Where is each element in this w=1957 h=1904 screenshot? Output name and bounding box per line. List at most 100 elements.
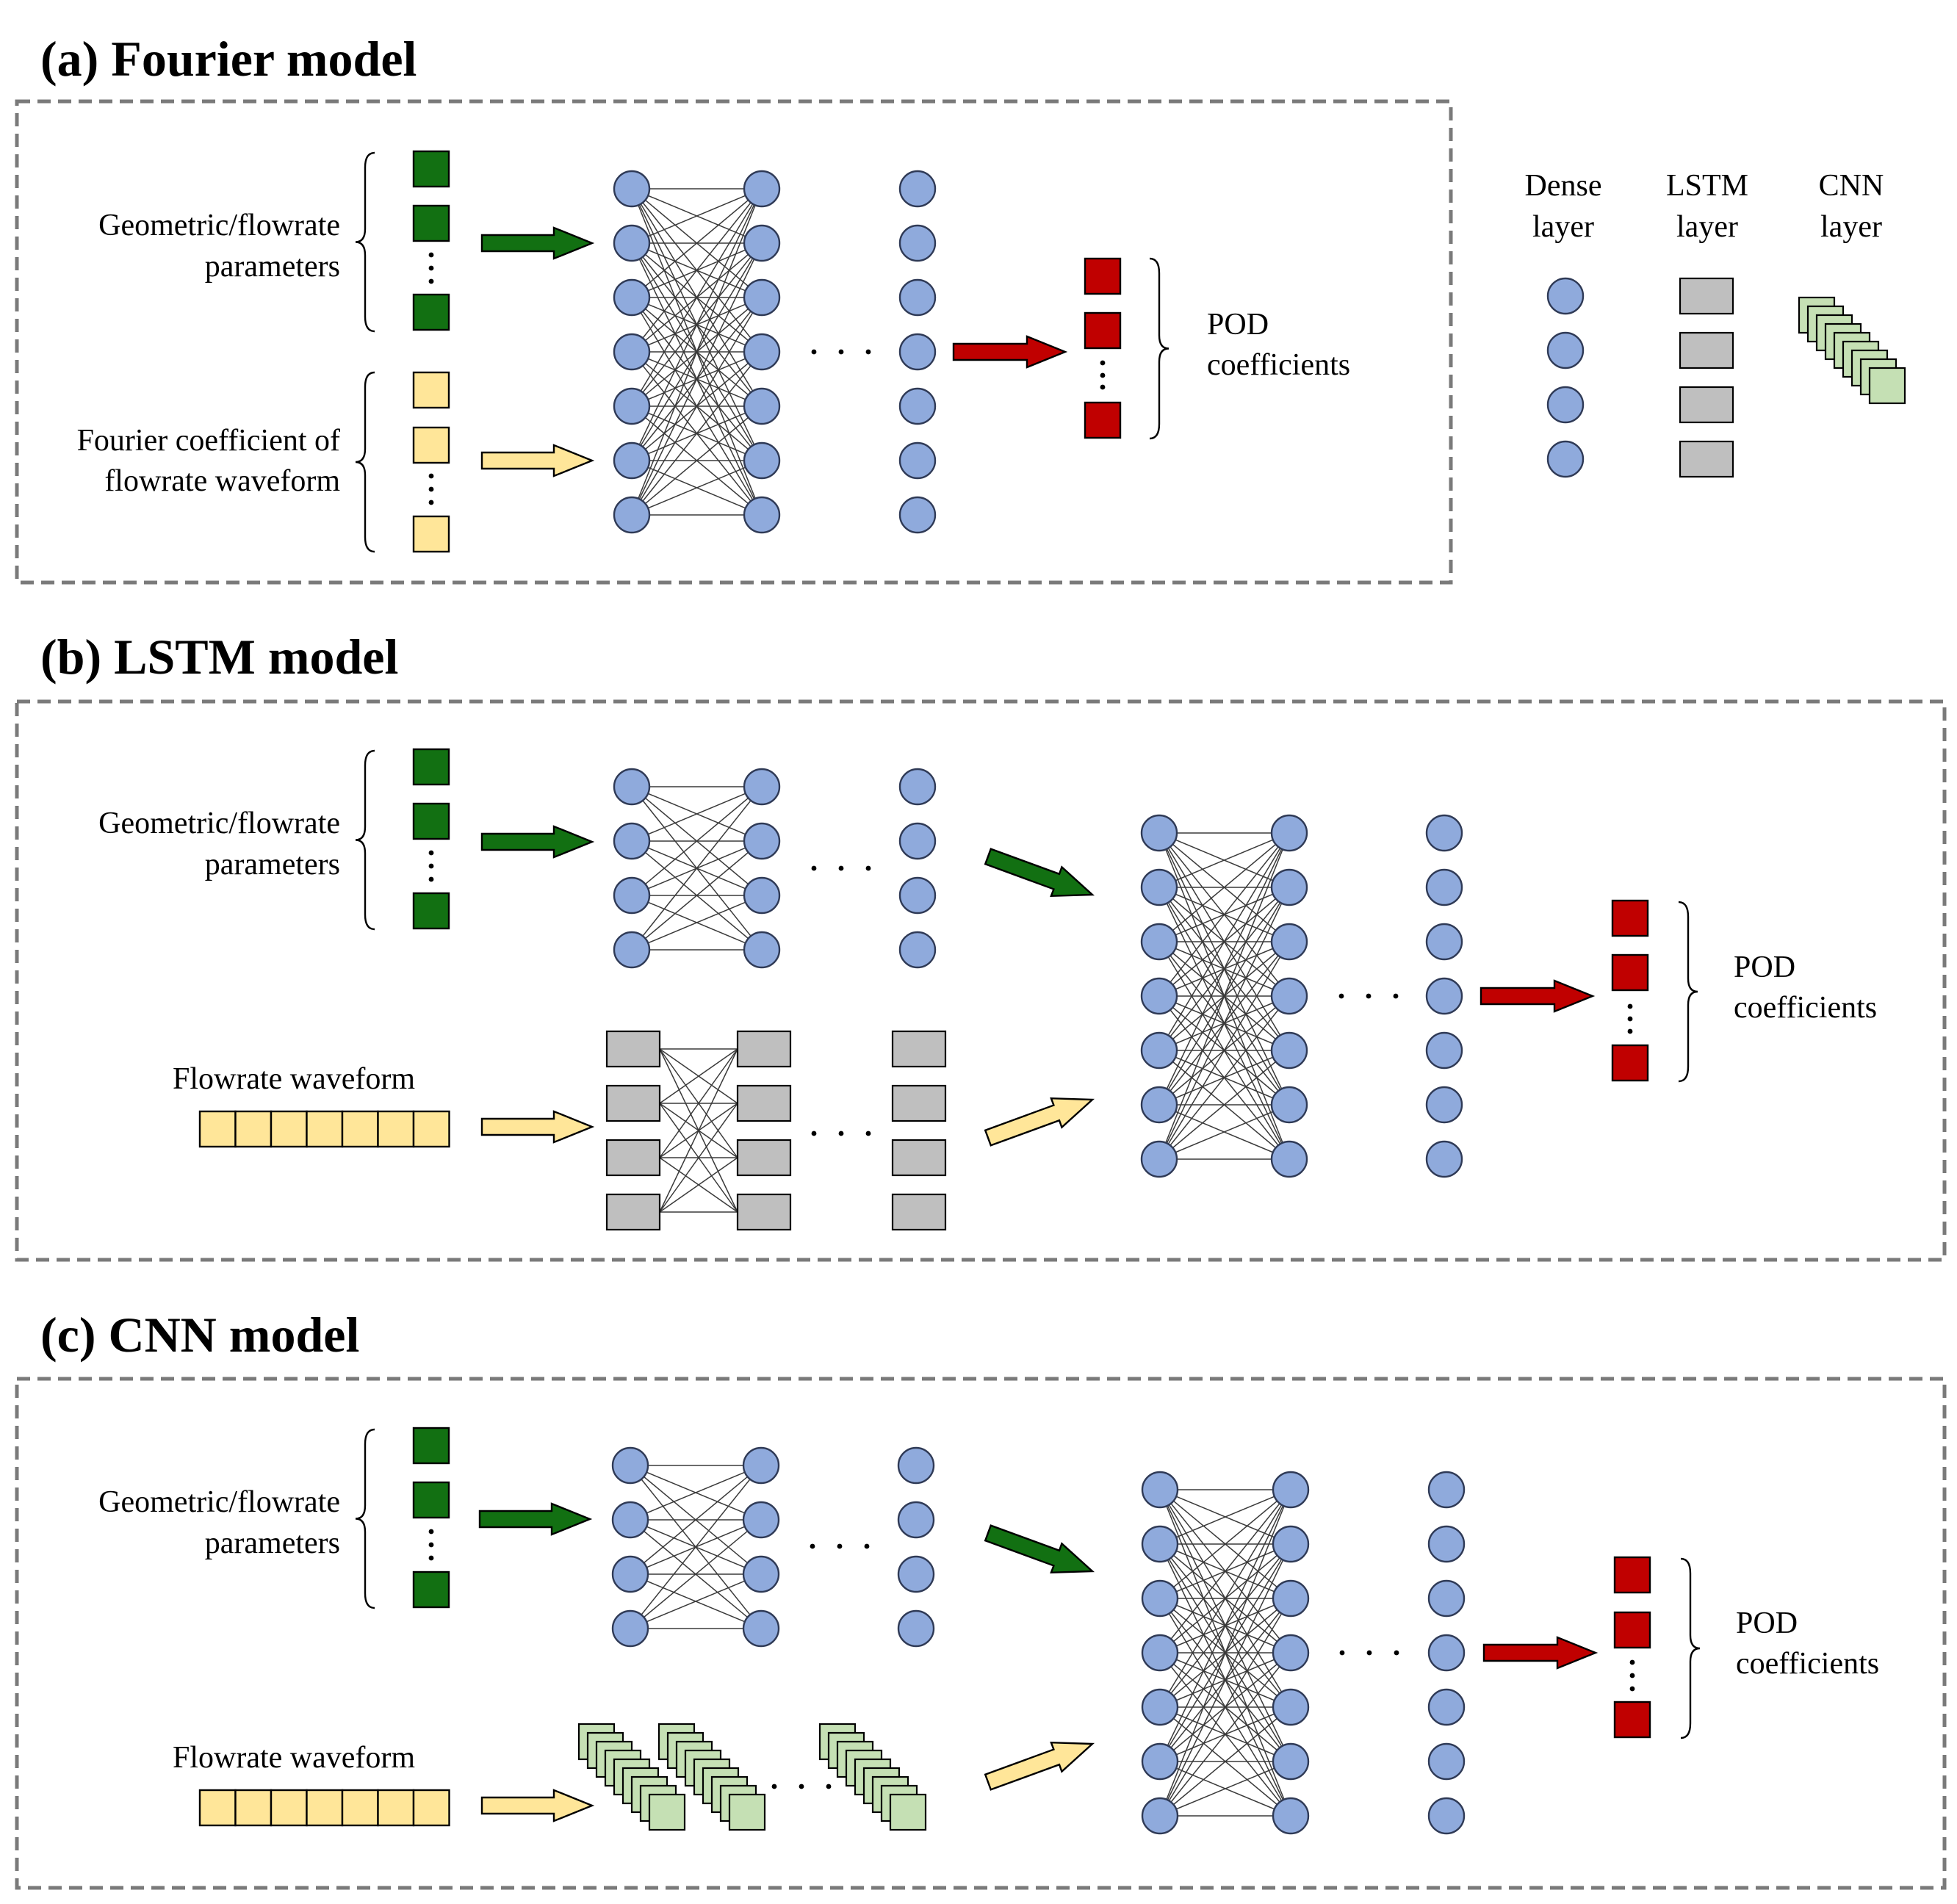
a-dense-hidden-node [743,333,781,371]
legend-lstm-cell [1679,440,1734,478]
c-merge-hidden-node [1272,1634,1310,1672]
c-merge-hidden-node [1272,1471,1310,1509]
b-merge-edge [1158,832,1290,888]
b-waveform-cell [198,1110,237,1148]
a-dense-edge [631,242,763,516]
a-dense-edge [631,405,763,516]
c-merge-edge [1159,1489,1291,1545]
b-dense-edge [631,786,763,951]
b-dense-hidden-node [743,931,781,969]
a-dense-in-node [613,224,651,262]
a-geometric-arrow [480,226,595,260]
panel-c-graphics [198,1427,1701,1835]
b-dense-hidden-node [743,822,781,860]
c-pod-dots-1 [1629,1673,1635,1678]
c-merge-out-node [1427,1742,1466,1781]
c-merge-edge [1159,1652,1291,1817]
c-dense-hidden-node [742,1555,780,1593]
b-waveform-label: Flowrate waveform [173,1062,415,1096]
legend-dense-node [1546,331,1585,369]
c-pod-brace [1680,1557,1701,1739]
c-bottom-ellipsis-0 [771,1784,777,1789]
b-lstm-in-cell [605,1084,661,1122]
c-dense-out-node [897,1609,935,1648]
legend-dense-node [1546,277,1585,315]
c-merge-arrow-bottom [984,1741,1095,1791]
c-merge-in-node [1141,1742,1179,1781]
c-waveform-cell [412,1789,450,1827]
a-geometric-brace [355,151,375,333]
c-geometric-input-dots-2 [428,1555,434,1561]
a-dense-in-node [613,496,651,534]
c-merge-edge [1159,1598,1291,1817]
b-waveform-cell [270,1110,308,1148]
c-merge-out-node [1427,1688,1466,1726]
a-pod-dots-2 [1100,384,1106,390]
b-geometric-label-line2: parameters [205,848,340,881]
b-dense-hidden-node [743,768,781,806]
a-geometric-input-dots-2 [428,278,434,284]
c-dense-in-node [611,1555,649,1593]
b-lstm-edge [659,1157,738,1213]
a-geometric-input-square [412,150,450,188]
a-dense-in-node [613,387,651,425]
b-lstm-edge [659,1048,738,1158]
c-geometric-brace [355,1428,375,1609]
frame-b [15,699,1947,1262]
b-geometric-input-square [412,748,450,786]
b-merge-in-node [1140,1086,1178,1124]
b-lstm-hidden-cell [736,1030,792,1068]
a-pod-dots-0 [1100,360,1106,366]
frame-c [15,1377,1947,1890]
a-geometric-input-square [412,293,450,331]
b-pod-dots-2 [1627,1028,1633,1034]
c-merge-edge [1159,1489,1291,1654]
b-merge-edge [1158,832,1290,1051]
legend-dense-line2: layer [1532,210,1594,244]
b-merge-hidden-node [1270,814,1308,852]
a-dense-edge [631,188,763,353]
a-dense-in-node [613,278,651,317]
c-merge-out-node [1427,1797,1466,1835]
b-geometric-label-line1: Geometric/flowrate [98,807,340,840]
c-merge-edge [1159,1489,1291,1762]
b-merge-in-node [1140,814,1178,852]
b-merge-edge [1158,832,1290,1160]
b-bottom-ellipsis-1 [838,1130,844,1136]
a-fourier-input-square [412,515,450,553]
b-geometric-input-square [412,892,450,930]
panel-b-graphics [198,748,1698,1231]
c-merge-edge [1159,1489,1291,1708]
b-merge-out-node [1425,1140,1463,1178]
b-waveform-cell [377,1110,415,1148]
a-fourier-input-dots-0 [428,473,434,479]
a-dense-out-node [898,333,937,371]
b-lstm-in-cell [605,1193,661,1231]
legend-lstm-cell [1679,386,1734,424]
b-geometric-input-dots-0 [428,850,434,856]
c-dense-out-node [897,1555,935,1593]
c-merge-out-node [1427,1634,1466,1672]
c-merge-edge [1159,1489,1291,1599]
c-dense-out-node [897,1446,935,1485]
legend-lstm-line2: layer [1676,210,1738,244]
b-dense-in-node [613,931,651,969]
b-merge-edge [1158,1050,1290,1160]
a-dense-out-node [898,224,937,262]
a-dense-edge [631,188,763,516]
a-pod-dots-1 [1100,372,1106,378]
c-geometric-input-dots-1 [428,1542,434,1548]
a-pod-square [1084,257,1122,295]
c-bottom-ellipsis-2 [826,1784,832,1789]
b-pod-square [1611,1044,1649,1082]
legend-dense-node [1546,440,1585,478]
b-lstm-out-cell [891,1030,947,1068]
c-merge-in-node [1141,1797,1179,1835]
b-pod-brace [1678,901,1698,1083]
legend-lstm-cell [1679,331,1734,369]
c-merge-in-node [1141,1579,1179,1618]
a-dense-hidden-node [743,224,781,262]
b-geometric-input-dots-1 [428,863,434,869]
b-pod-label-line2: coefficients [1734,991,1877,1025]
